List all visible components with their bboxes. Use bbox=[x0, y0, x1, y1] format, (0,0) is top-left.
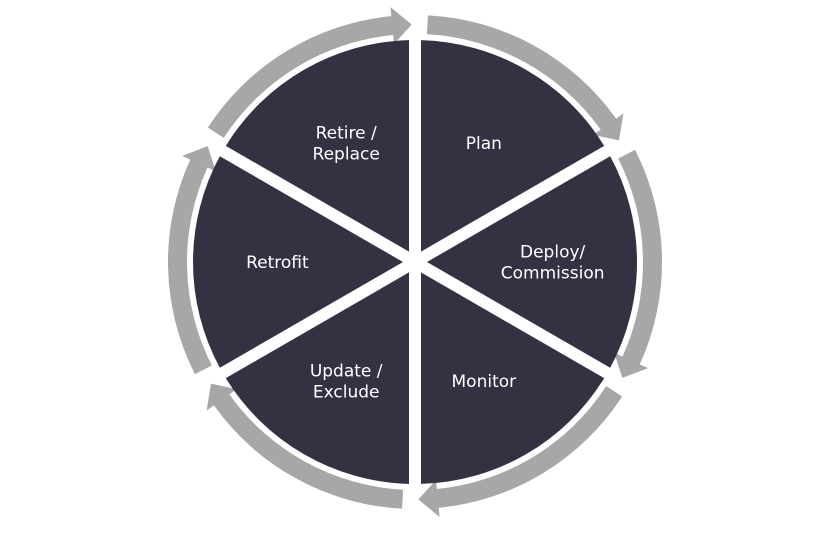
segment-label-deploy-commission: Deploy/Commission bbox=[501, 243, 605, 284]
segment-retire-replace bbox=[225, 40, 409, 252]
segment-label-line: Replace bbox=[313, 144, 380, 164]
segment-label-retrofit: Retrofit bbox=[246, 253, 309, 273]
cycle-arrow-deploy-commission bbox=[614, 149, 663, 378]
segment-label-retire-replace: Retire /Replace bbox=[313, 123, 380, 164]
segment-label-line: Monitor bbox=[452, 372, 517, 392]
segment-label-line: Retire / bbox=[316, 123, 377, 143]
cycle-arrow-plan bbox=[426, 15, 624, 141]
segment-label-plan: Plan bbox=[466, 134, 502, 154]
segment-label-line: Deploy/ bbox=[520, 243, 586, 263]
segment-deploy-commission bbox=[427, 156, 638, 368]
segment-label-monitor: Monitor bbox=[452, 372, 517, 392]
segment-label-update-exclude: Update /Exclude bbox=[310, 362, 383, 403]
cycle-segments bbox=[192, 40, 638, 484]
cycle-arrow-monitor bbox=[418, 386, 623, 517]
segment-monitor bbox=[421, 272, 605, 484]
segment-label-line: Exclude bbox=[313, 383, 380, 403]
segment-label-line: Retrofit bbox=[246, 253, 309, 273]
segment-label-line: Update / bbox=[310, 362, 383, 382]
segment-plan bbox=[421, 40, 605, 252]
cycle-arrow-update-exclude bbox=[206, 383, 404, 509]
cycle-arrow-retire-replace bbox=[207, 7, 412, 138]
cycle-arrow-retrofit bbox=[167, 146, 216, 375]
segment-label-line: Commission bbox=[501, 264, 605, 284]
segment-label-line: Plan bbox=[466, 134, 502, 154]
cycle-arrows bbox=[167, 7, 663, 517]
segment-update-exclude bbox=[225, 272, 409, 484]
segment-retrofit bbox=[192, 156, 403, 368]
